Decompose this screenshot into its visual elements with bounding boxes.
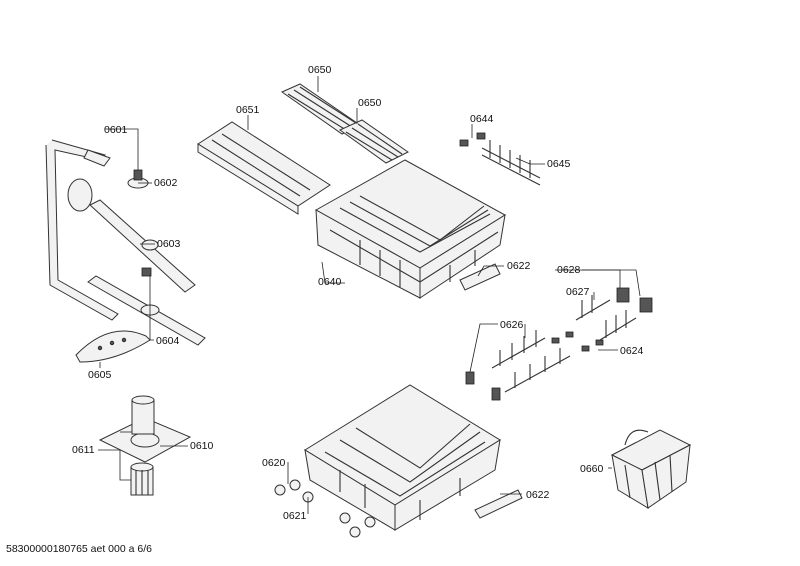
spray-arm-cover-0605 <box>75 330 151 363</box>
label-0601: 0601 <box>104 124 128 136</box>
rack-0626 <box>491 330 571 393</box>
spray-tube-0601 <box>45 139 119 321</box>
cutlery-tray-0651 <box>197 121 331 215</box>
cutlery-basket-0660 <box>610 429 692 509</box>
label-0640: 0640 <box>318 276 342 288</box>
clip-0628 <box>465 287 653 401</box>
label-0644: 0644 <box>470 113 494 125</box>
holder-0644 <box>459 132 486 147</box>
lower-basket <box>304 384 501 531</box>
label-0610: 0610 <box>190 440 214 452</box>
label-0603: 0603 <box>157 238 181 250</box>
label-0611: 0611 <box>72 444 95 456</box>
document-footer: 58300000180765 aet 000 a 6/6 <box>6 543 152 555</box>
handle-0622-upper <box>459 263 501 291</box>
rack-0627 <box>575 295 637 341</box>
handle-0622-lower <box>474 489 523 519</box>
upper-basket-0640 <box>314 159 506 299</box>
filter-0610 <box>98 395 192 463</box>
upper-spray-arm-0603 <box>67 178 196 293</box>
label-0650-middle: 0650 <box>358 97 382 109</box>
label-0622-lower: 0622 <box>526 489 550 501</box>
lower-spray-arm-0604 <box>87 275 206 346</box>
bearing-0602 <box>127 169 149 189</box>
label-0651: 0651 <box>236 104 260 116</box>
label-0624: 0624 <box>620 345 644 357</box>
label-0660: 0660 <box>580 463 604 475</box>
label-0620: 0620 <box>262 457 286 469</box>
label-0602: 0602 <box>154 177 178 189</box>
part-labels: 0650 0650 0651 0644 0645 0601 0602 0603 … <box>72 64 644 522</box>
label-0650-top: 0650 <box>308 64 332 76</box>
cutlery-tray-0650-middle <box>339 119 409 164</box>
label-0628: 0628 <box>557 264 581 276</box>
label-0627: 0627 <box>566 286 590 298</box>
microfilter-0611 <box>130 462 154 496</box>
cutlery-tray-0650-top <box>280 83 361 135</box>
label-0626: 0626 <box>500 319 524 331</box>
label-0645: 0645 <box>547 158 571 170</box>
rack-0645 <box>481 140 541 186</box>
label-0621: 0621 <box>283 510 307 522</box>
wheels-0620-0621 <box>274 479 376 538</box>
clip-0624 <box>551 331 604 352</box>
label-0605: 0605 <box>88 369 112 381</box>
leader-lines <box>98 76 641 514</box>
label-0604: 0604 <box>156 335 180 347</box>
label-0622-upper: 0622 <box>507 260 531 272</box>
